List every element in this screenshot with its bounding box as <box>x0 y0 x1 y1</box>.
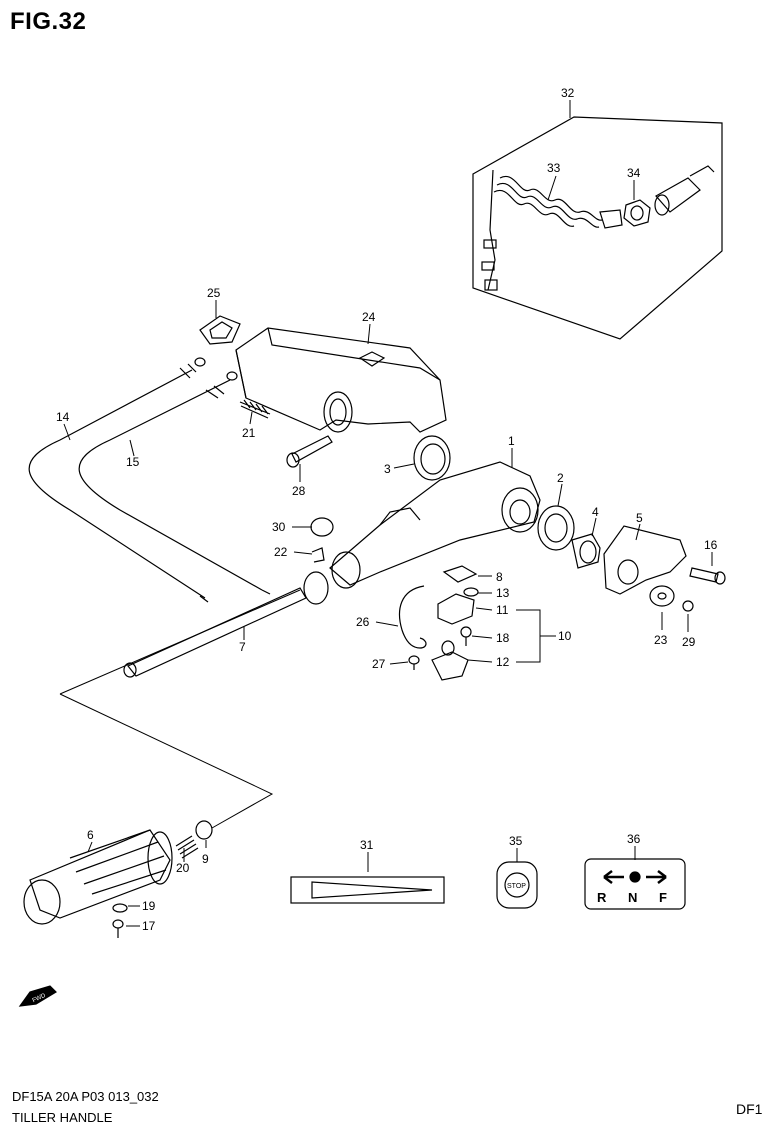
callout-24: 24 <box>362 310 376 324</box>
screw-part-17 <box>112 919 124 938</box>
handle-bracket-part <box>235 327 447 433</box>
callout-30: 30 <box>272 520 286 534</box>
fwd-arrow-icon <box>18 985 57 1007</box>
throttle-grip-part <box>23 829 173 925</box>
shift-cable-part <box>78 371 271 595</box>
throttle-cable-part <box>28 357 209 603</box>
callout-31: 31 <box>360 838 374 852</box>
callout-16: 16 <box>704 538 718 552</box>
washer-part-19 <box>112 903 128 913</box>
cap-part <box>310 517 334 537</box>
callout-5: 5 <box>636 511 643 525</box>
callout-28: 28 <box>292 484 306 498</box>
drawing-code: DF15A 20A P03 013_032 <box>12 1089 159 1104</box>
stop-decal-label: STOP <box>507 883 526 890</box>
friction-bracket-part <box>603 525 687 595</box>
callout-22: 22 <box>274 545 288 559</box>
shift-r-label: R <box>597 890 607 905</box>
stop-switch-nut-part <box>623 199 651 227</box>
clip-part <box>311 547 325 563</box>
switch-holder-part <box>437 593 475 625</box>
drawing-title: TILLER HANDLE <box>12 1110 113 1125</box>
pin-spring-part <box>239 399 271 419</box>
ring-part <box>413 435 451 481</box>
callout-10: 10 <box>558 629 572 643</box>
plate-part <box>442 565 478 583</box>
callout-14: 14 <box>56 410 70 424</box>
collar-part <box>571 533 601 569</box>
spring-part <box>175 835 199 859</box>
callout-34: 34 <box>627 166 641 180</box>
screw-part <box>682 600 694 612</box>
screw-part-27 <box>408 655 420 670</box>
callout-9: 9 <box>202 852 209 866</box>
stop-switch-part <box>654 165 715 216</box>
callout-labels: 32 33 34 25 24 1 3 2 4 5 16 14 15 21 28 … <box>56 86 718 933</box>
shift-f-label: F <box>659 890 667 905</box>
drawing-model-fragment: DF1 <box>736 1101 763 1117</box>
small-screw-part <box>460 626 472 646</box>
callout-27: 27 <box>372 657 386 671</box>
washer-part <box>649 585 675 607</box>
callout-36: 36 <box>627 832 641 846</box>
callout-18: 18 <box>496 631 510 645</box>
callout-7: 7 <box>239 640 246 654</box>
bolt-part-16 <box>689 567 726 585</box>
callout-13: 13 <box>496 586 510 600</box>
callout-4: 4 <box>592 505 599 519</box>
tiller-handle-body-part <box>329 461 541 589</box>
spacer-part <box>195 820 213 840</box>
callout-32: 32 <box>561 86 575 100</box>
throttle-shaft-part <box>123 571 329 678</box>
callout-15: 15 <box>126 455 140 469</box>
callout-25: 25 <box>207 286 221 300</box>
callout-3: 3 <box>384 462 391 476</box>
callout-8: 8 <box>496 570 503 584</box>
callout-11: 11 <box>496 603 509 617</box>
stop-switch-kit-box <box>472 116 723 340</box>
callout-6: 6 <box>87 828 94 842</box>
wire-part <box>398 585 427 649</box>
callout-1: 1 <box>508 434 515 448</box>
callout-2: 2 <box>557 471 564 485</box>
callout-21: 21 <box>242 426 256 440</box>
callout-23: 23 <box>654 633 668 647</box>
nut-part <box>463 587 479 597</box>
lanyard-coil-part <box>481 169 623 291</box>
switch-cap-part <box>431 640 469 681</box>
leader-lines <box>63 100 713 927</box>
bushing-part <box>537 505 575 551</box>
figure-title: FIG.32 <box>10 8 87 35</box>
callout-35: 35 <box>509 834 523 848</box>
callout-29: 29 <box>682 635 696 649</box>
shift-n-label: N <box>628 890 637 905</box>
callout-26: 26 <box>356 615 370 629</box>
fwd-label: FWD <box>32 993 48 1004</box>
bolt-part <box>286 435 333 468</box>
callout-12: 12 <box>496 655 510 669</box>
grommet-part <box>199 315 241 345</box>
callout-20: 20 <box>176 861 190 875</box>
callout-19: 19 <box>142 899 156 913</box>
callout-33: 33 <box>547 161 561 175</box>
decal-part <box>290 876 445 904</box>
callout-17: 17 <box>142 919 156 933</box>
